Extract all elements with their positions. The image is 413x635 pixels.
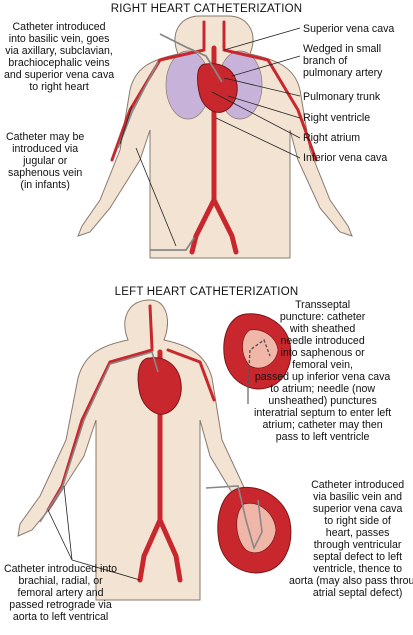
septal-defect-heart-inset [205, 485, 292, 574]
leg-catheter [150, 237, 195, 251]
upper-leader-lines [119, 27, 301, 247]
lower-leader-lines [47, 485, 141, 581]
label-right-atrium: Right atrium [303, 132, 361, 144]
right-heart-title: RIGHT HEART CATHETERIZATION [110, 3, 303, 15]
left-heart-title: LEFT HEART CATHETERIZATION [114, 286, 299, 298]
jugular-saphenous-note: Catheter may be introduced via jugular o… [6, 131, 85, 191]
basilic-vein-note: Catheter introduced into basilic vein, g… [4, 21, 115, 93]
basilic-septal-defect-note: Catheter introduced via basilic vein and… [289, 479, 413, 599]
label-superior-vena-cava: Superior vena cava [303, 23, 395, 35]
lower-body-figure [17, 299, 273, 601]
upper-vessels [110, 20, 318, 255]
brachial-radial-femoral-note: Catheter introduced into brachial, radia… [4, 563, 118, 623]
transseptal-note: Transseptal puncture: catheter with shea… [254, 299, 392, 443]
transseptal-heart-inset [223, 313, 292, 404]
lower-heart [137, 357, 182, 415]
label-inferior-vena-cava: Inferior vena cava [303, 152, 388, 164]
lower-catheter [39, 351, 159, 523]
label-wedged-pulmonary-artery: Wedged in small branch of pulmonary arte… [303, 43, 383, 79]
label-right-ventricle: Right ventricle [303, 112, 371, 124]
label-pulmonary-trunk: Pulmonary trunk [303, 91, 381, 103]
